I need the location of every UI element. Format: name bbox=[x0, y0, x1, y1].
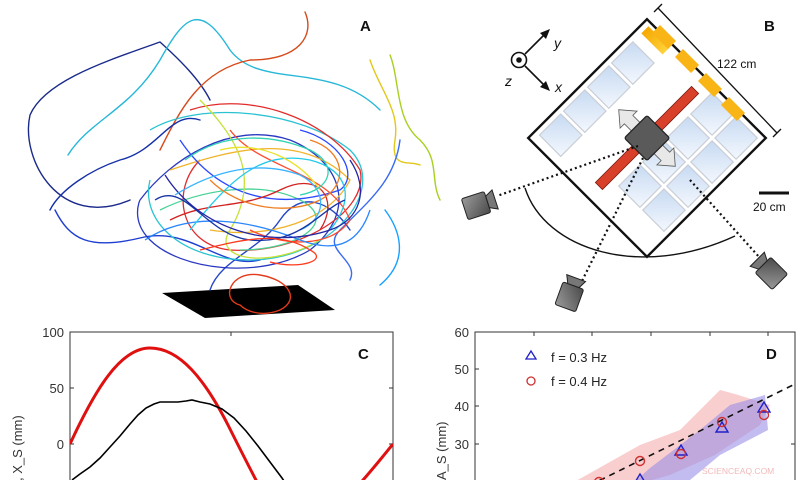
plot-area bbox=[577, 383, 795, 480]
coordinate-axes bbox=[510, 29, 550, 91]
ticks bbox=[475, 331, 795, 445]
y-ticks bbox=[70, 331, 393, 445]
plot-frame bbox=[474, 331, 796, 480]
orange-strips bbox=[641, 26, 670, 55]
dimension-label: 122 cm bbox=[717, 57, 756, 71]
ytick-60: 60 bbox=[455, 325, 469, 340]
panel-a-trajectories: A bbox=[27, 11, 441, 318]
panel-d-chart: 60 50 40 30 A_S (mm) bbox=[434, 325, 796, 480]
camera-right bbox=[749, 251, 788, 290]
series-0.4hz bbox=[594, 409, 770, 480]
swarm-response-curve bbox=[71, 399, 285, 480]
panel-c-chart: 100 50 0 y', X_S (mm) C bbox=[10, 325, 394, 480]
ytick-0: 0 bbox=[57, 437, 64, 452]
legend-label-0: f = 0.3 Hz bbox=[551, 350, 607, 365]
y-axis-label: y', X_S (mm) bbox=[10, 415, 25, 480]
ytick-30: 30 bbox=[455, 437, 469, 452]
ytick-50: 50 bbox=[50, 381, 64, 396]
scale-bar-label: 20 cm bbox=[753, 200, 786, 214]
ytick-40: 40 bbox=[455, 399, 469, 414]
dimension-line bbox=[653, 3, 782, 138]
camera-left bbox=[461, 189, 499, 220]
trajectory-core bbox=[136, 99, 371, 269]
ytick-50: 50 bbox=[455, 362, 469, 377]
camera-arc bbox=[524, 187, 736, 258]
y-axis-label: A_S (mm) bbox=[434, 422, 449, 480]
panel-a-label: A bbox=[360, 18, 371, 35]
camera-sightlines bbox=[496, 144, 761, 286]
moving-stimulus bbox=[624, 115, 670, 161]
legend-label-1: f = 0.4 Hz bbox=[551, 374, 607, 389]
legend: f = 0.3 Hz f = 0.4 Hz bbox=[524, 349, 607, 389]
legend-circle-icon bbox=[526, 376, 536, 386]
camera-bottom bbox=[554, 273, 587, 312]
ytick-100: 100 bbox=[42, 325, 64, 340]
light-strips bbox=[652, 25, 745, 121]
marker-plate bbox=[162, 285, 335, 318]
panel-b-schematic: 122 cm bbox=[461, 3, 789, 312]
legend-triangle-icon bbox=[524, 349, 538, 360]
plot-frame bbox=[69, 331, 394, 480]
plot-area bbox=[70, 346, 393, 480]
error-band-blue bbox=[636, 395, 768, 480]
axis-label-z: z bbox=[504, 73, 512, 89]
stimulus-curve bbox=[70, 346, 393, 480]
panel-d-label: D bbox=[766, 346, 777, 363]
axis-label-x: x bbox=[554, 79, 563, 95]
watermark: SCIENCEAQ.COM bbox=[702, 466, 774, 476]
panel-b-label: B bbox=[764, 18, 775, 35]
panel-c-label: C bbox=[358, 346, 369, 363]
axis-label-y: y bbox=[553, 35, 562, 51]
